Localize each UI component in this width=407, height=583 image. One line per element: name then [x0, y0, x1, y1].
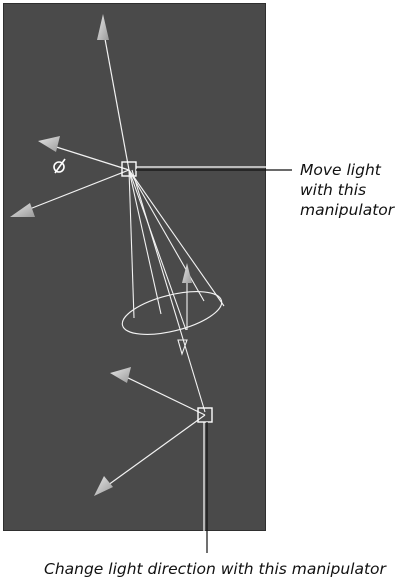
arrow-left-icon[interactable]	[38, 136, 60, 152]
arrow-lower-left-icon[interactable]	[94, 476, 113, 496]
axis-line-up	[102, 27, 130, 171]
axis-line-down-left	[21, 169, 130, 213]
axis-line-upper-left	[123, 375, 206, 416]
axis-line-lower-left	[103, 414, 206, 489]
spotlight-cone	[121, 169, 225, 413]
move-light-line-3: manipulator	[300, 201, 395, 219]
3d-viewport[interactable]	[3, 3, 266, 531]
move-light-line-2: with this	[300, 181, 367, 199]
arrow-down-left-icon[interactable]	[10, 203, 35, 217]
callout-move	[136, 166, 292, 171]
direction-manipulator[interactable]	[94, 367, 213, 496]
arrow-upper-left-icon[interactable]	[110, 367, 131, 383]
axis-line-left	[49, 144, 130, 171]
change-direction-label: Change light direction with this manipul…	[44, 560, 386, 578]
move-light-label: Move light with this manipulator	[300, 160, 394, 220]
position-manipulator[interactable]	[10, 14, 137, 217]
cone-arrow-up-icon	[182, 263, 192, 283]
move-light-line-1: Move light	[300, 161, 381, 179]
arrow-up-icon[interactable]	[97, 14, 109, 40]
change-direction-handle[interactable]	[197, 407, 213, 423]
light-direction-symbol-icon	[53, 158, 66, 174]
callout-direction	[203, 422, 208, 553]
